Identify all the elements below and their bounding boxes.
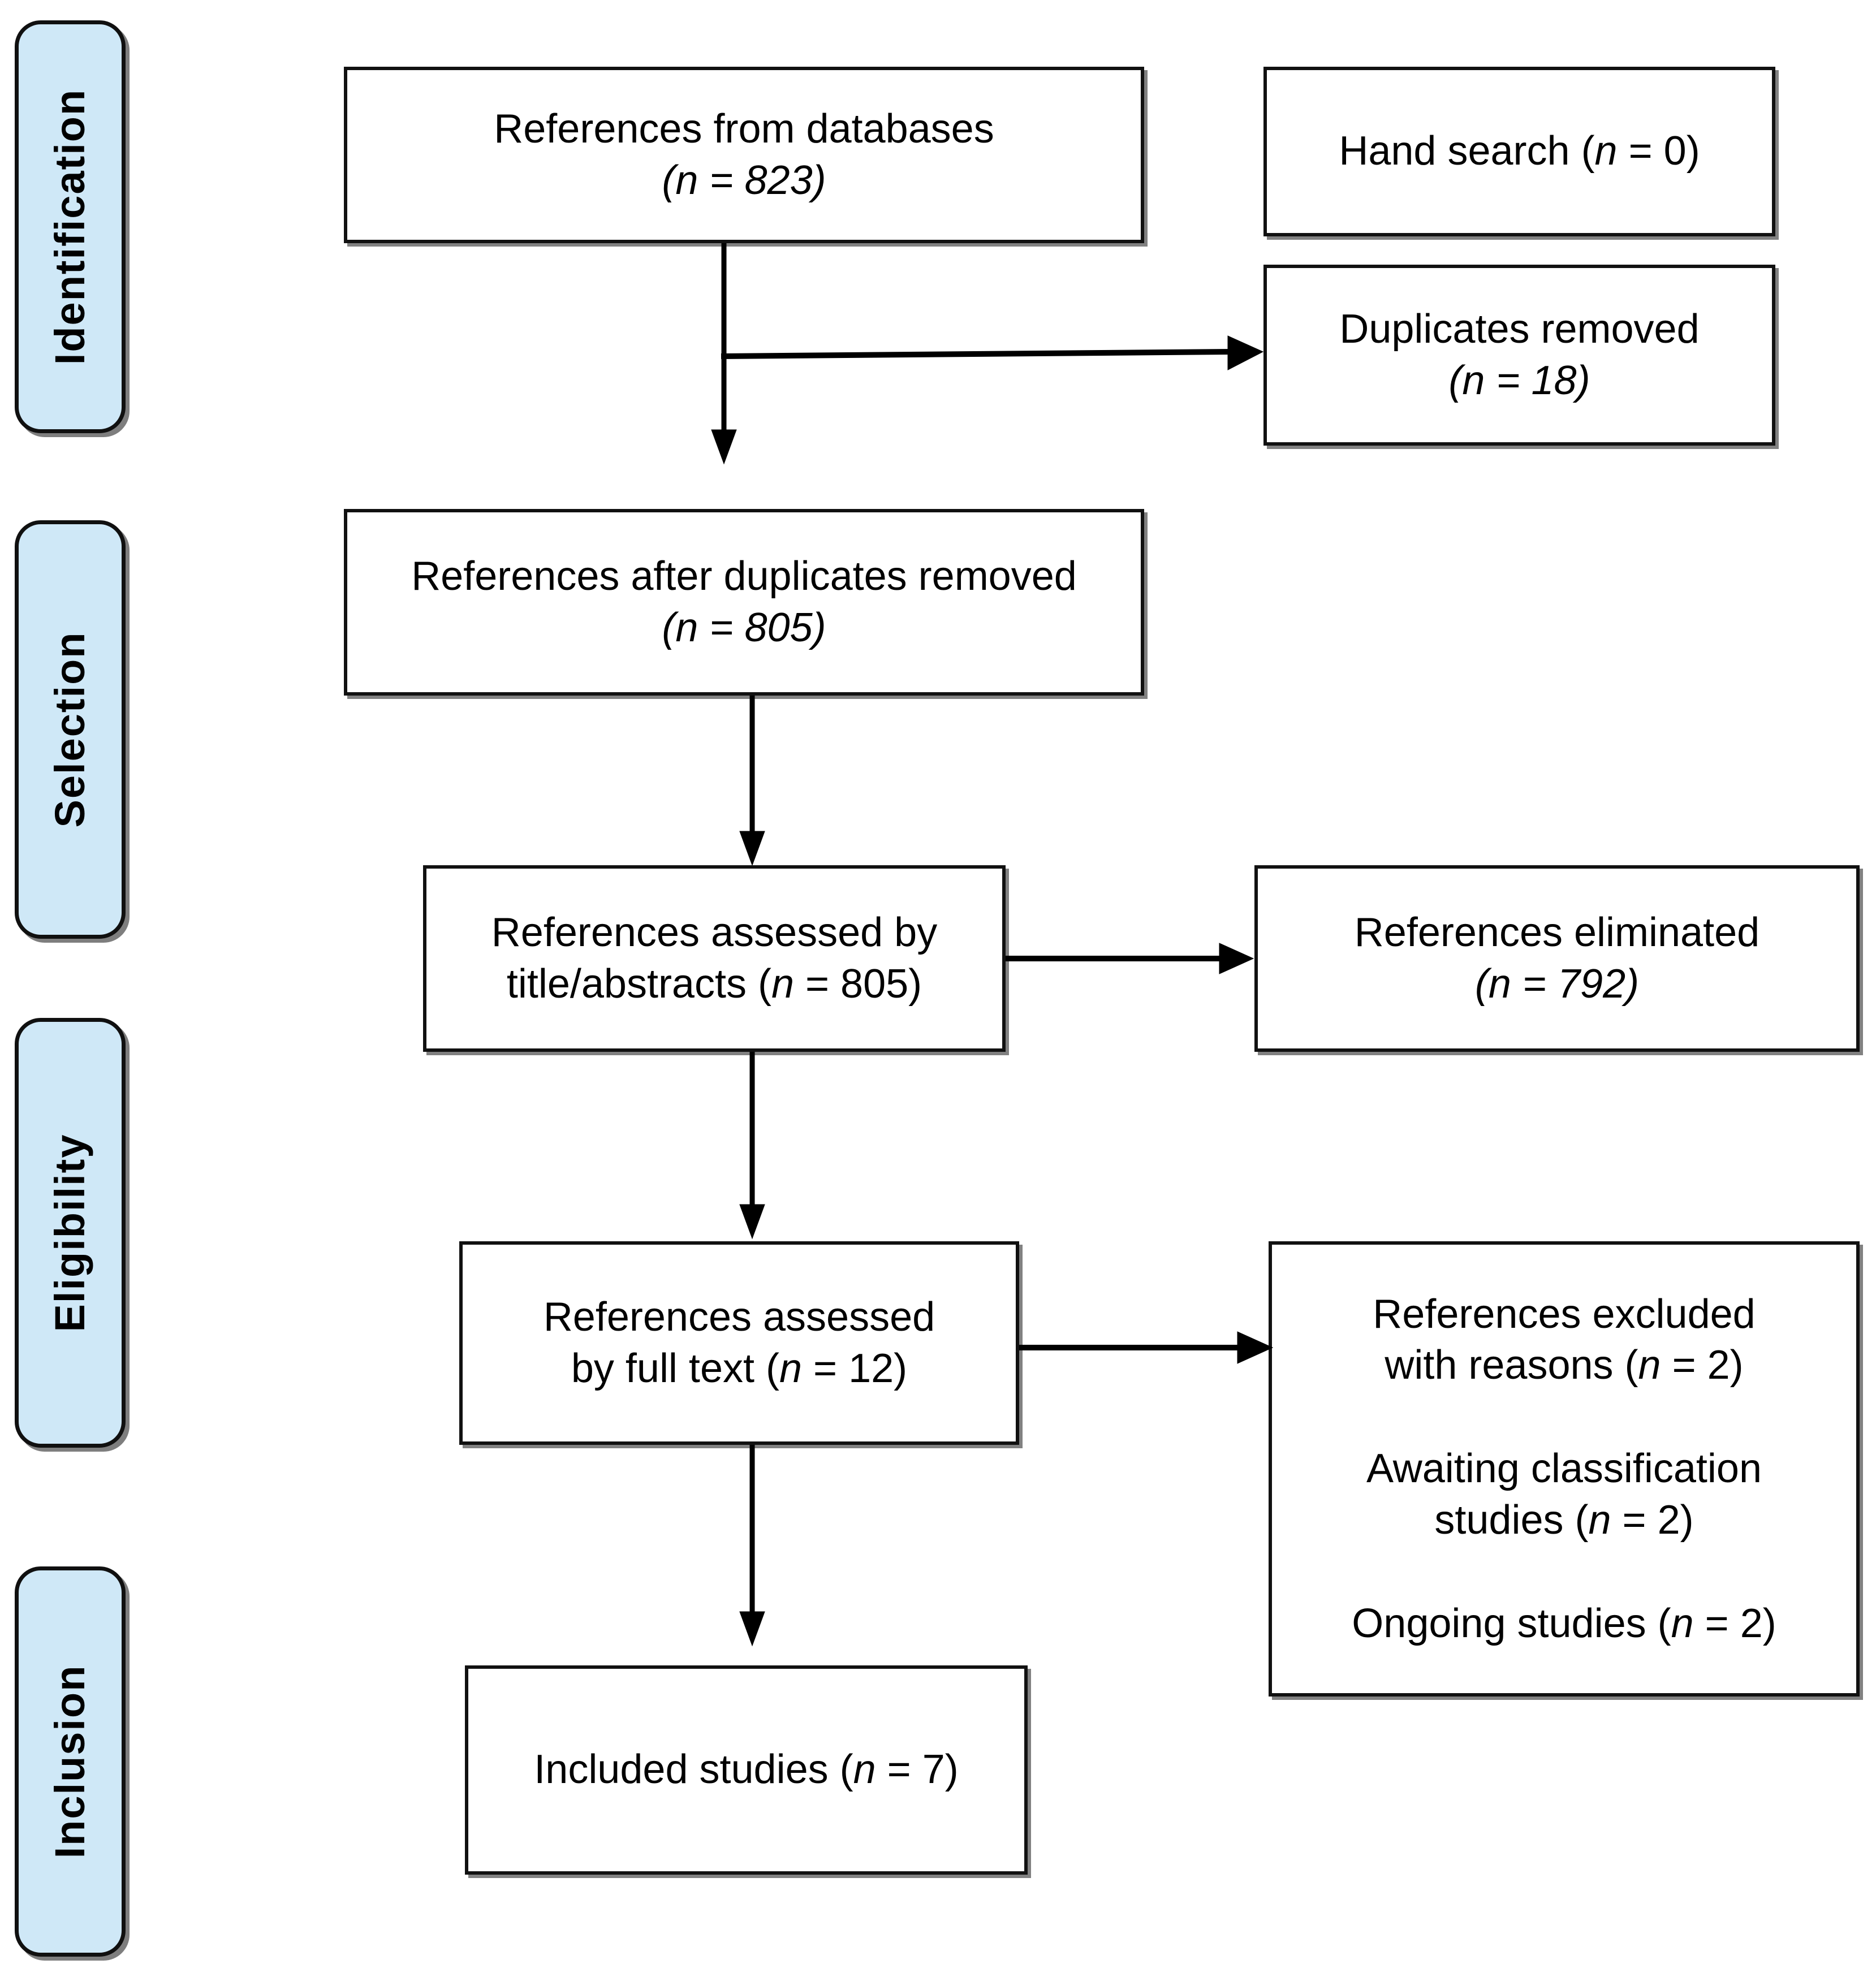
connector-full-text-to-excluded — [1019, 1328, 1279, 1367]
node-hand-search: Hand search (n = 0) — [1263, 67, 1775, 236]
stage-pill-selection: Selection — [15, 520, 126, 939]
node-references-after-duplicates-line2: (n = 805) — [662, 605, 826, 650]
node-ongoing-studies: Ongoing studies (n = 2) — [1291, 1598, 1837, 1650]
connector-after-duplicates-to-title-abstract — [739, 696, 765, 866]
node-references-from-databases-line1: References from databases — [494, 106, 994, 152]
node-awaiting-classification-line2: studies (n = 2) — [1434, 1497, 1694, 1543]
stage-pill-identification: Identification — [15, 20, 126, 433]
node-excluded-with-reasons-line2: with reasons (n = 2) — [1385, 1343, 1744, 1388]
node-included-studies: Included studies (n = 7) — [465, 1665, 1028, 1875]
node-references-eliminated-line2: (n = 792) — [1474, 961, 1640, 1007]
node-duplicates-removed: Duplicates removed (n = 18) — [1263, 265, 1775, 446]
node-references-after-duplicates-text: References after duplicates removed (n =… — [396, 551, 1092, 653]
node-assessed-full-text-line1: References assessed — [543, 1294, 935, 1340]
connector-title-abstract-to-full-text — [739, 1052, 765, 1240]
node-assessed-title-abstract-line1: References assessed by — [491, 910, 938, 956]
node-assessed-title-abstract: References assessed by title/abstracts (… — [423, 865, 1006, 1052]
stage-pill-eligibility: Eligibility — [15, 1018, 126, 1448]
stage-label-inclusion: Inclusion — [46, 1664, 93, 1859]
node-excluded-with-reasons-line1: References excluded — [1373, 1291, 1756, 1337]
node-ongoing-studies-line1: Ongoing studies (n = 2) — [1352, 1600, 1776, 1646]
node-duplicates-removed-text: Duplicates removed (n = 18) — [1325, 304, 1714, 406]
node-assessed-title-abstract-text: References assessed by title/abstracts (… — [477, 907, 952, 1009]
node-references-from-databases-line2: (n = 823) — [662, 158, 826, 203]
stage-label-identification: Identification — [46, 88, 93, 365]
node-duplicates-removed-line2: (n = 18) — [1448, 358, 1590, 403]
node-duplicates-removed-line1: Duplicates removed — [1339, 307, 1700, 352]
node-included-studies-text: Included studies (n = 7) — [519, 1743, 973, 1797]
stage-label-eligibility: Eligibility — [46, 1133, 93, 1332]
node-references-after-duplicates: References after duplicates removed (n =… — [344, 509, 1144, 696]
connector-title-abstract-to-eliminated — [1006, 939, 1260, 978]
node-references-eliminated-line1: References eliminated — [1354, 910, 1760, 956]
node-references-from-databases-text: References from databases (n = 823) — [479, 103, 1008, 206]
node-references-after-duplicates-line1: References after duplicates removed — [411, 554, 1077, 599]
node-assessed-title-abstract-line2: title/abstracts (n = 805) — [506, 961, 922, 1007]
node-references-eliminated-text: References eliminated (n = 792) — [1340, 907, 1774, 1009]
node-awaiting-classification-line1: Awaiting classification — [1366, 1446, 1762, 1492]
connector-db-to-after-duplicates — [711, 243, 737, 465]
node-excluded-with-reasons: References excluded with reasons (n = 2) — [1291, 1289, 1837, 1391]
node-included-studies-line1: Included studies (n = 7) — [534, 1747, 959, 1793]
node-excluded-reasons-stack: References excluded with reasons (n = 2)… — [1272, 1289, 1856, 1650]
node-assessed-full-text-line2: by full text (n = 12) — [571, 1346, 908, 1391]
node-excluded-reasons-group: References excluded with reasons (n = 2)… — [1269, 1241, 1860, 1697]
node-hand-search-line1: Hand search (n = 0) — [1339, 128, 1700, 174]
node-references-from-databases: References from databases (n = 823) — [344, 67, 1144, 243]
node-awaiting-classification: Awaiting classification studies (n = 2) — [1291, 1443, 1837, 1546]
node-assessed-full-text-text: References assessed by full text (n = 12… — [529, 1292, 950, 1394]
connector-db-to-duplicates-removed — [721, 335, 1273, 383]
node-references-eliminated: References eliminated (n = 792) — [1254, 865, 1860, 1052]
connector-full-text-to-included — [739, 1445, 765, 1647]
node-hand-search-text: Hand search (n = 0) — [1324, 125, 1714, 178]
node-assessed-full-text: References assessed by full text (n = 12… — [459, 1241, 1019, 1445]
stage-label-selection: Selection — [46, 631, 93, 828]
stage-pill-inclusion: Inclusion — [15, 1566, 126, 1957]
